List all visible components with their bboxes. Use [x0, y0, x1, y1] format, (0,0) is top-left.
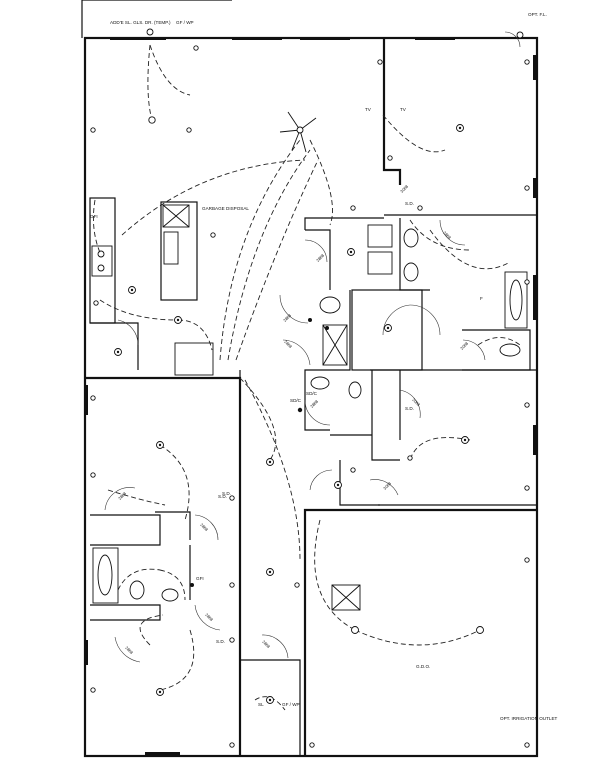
- ceiling-fan-icon: [279, 111, 317, 153]
- door-tag: 2868: [283, 339, 293, 349]
- gdo-label: G.D.O.: [416, 664, 430, 669]
- gf-wp-bottom-label: GF / WP: [282, 702, 300, 707]
- temp-door-note: ADD'E SL. GLS. DR. (TEMP.): [110, 20, 171, 25]
- door-tag: 3068: [382, 480, 392, 490]
- gfi-kitchen-label: GFI: [90, 214, 98, 219]
- gf-wp-top-label: GF / WP: [176, 20, 194, 25]
- sdc2-label: SD/C: [306, 391, 318, 396]
- door-tag: 2868: [117, 490, 127, 500]
- gfi-bath2-label: GFI: [196, 576, 204, 581]
- light-fixtures: [114, 116, 484, 704]
- door-swings: [104, 31, 521, 663]
- door-tag: 2868: [315, 252, 325, 262]
- door-tag: 2868: [309, 398, 319, 408]
- door-tag: 2868: [204, 612, 214, 622]
- sd-master-label: S.D.: [405, 201, 414, 206]
- sd-closet-label: S.D.: [405, 406, 414, 411]
- wall-outlets: [90, 28, 530, 748]
- fixtures: [91, 204, 528, 611]
- tv-label-2: TV: [400, 107, 407, 112]
- opt-fl-label: OPT. F.L.: [528, 12, 547, 17]
- sl-entry-label: SL: [258, 702, 264, 707]
- interior-walls: [85, 38, 537, 756]
- garbage-disposal-label: GARBAGE DISPOSAL: [202, 206, 249, 211]
- door-tag: 2068: [459, 340, 469, 350]
- door-tag: 3068: [399, 183, 409, 193]
- sd-bed2-label: S.D.: [222, 491, 231, 496]
- door-tag: 2868: [199, 522, 209, 532]
- door-tag: 2868: [261, 639, 271, 649]
- door-tag: 2068: [411, 397, 421, 407]
- door-tags: 3068 2868 2868 2868 2868 2868 2068 2068 …: [117, 183, 469, 655]
- sd-hall-label: S.D.: [218, 494, 227, 499]
- door-tag: 2868: [124, 645, 134, 655]
- door-tag: 2868: [442, 230, 452, 240]
- plan-labels: ADD'E SL. GLS. DR. (TEMP.) GF / WP OPT. …: [90, 12, 558, 721]
- switch-circuits: [93, 44, 521, 711]
- sdc-label: SD/C: [290, 398, 302, 403]
- irrigation-outlet-label: OPT. IRRIGATION OUTLET: [500, 716, 558, 721]
- door-tag: 2868: [282, 312, 292, 322]
- sd-bed3-label: S.D.: [216, 639, 225, 644]
- f-mark: F: [480, 296, 483, 301]
- windows: [84, 37, 537, 756]
- tv-label-1: TV: [365, 107, 372, 112]
